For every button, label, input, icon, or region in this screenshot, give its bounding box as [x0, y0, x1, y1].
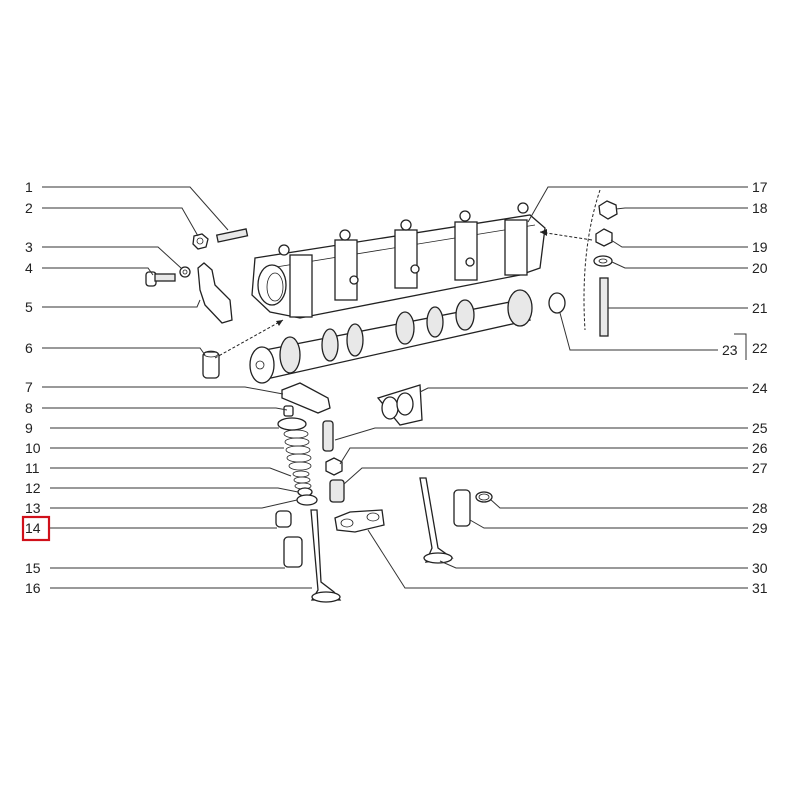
callout-5[interactable]: 5	[25, 299, 33, 315]
callout-25[interactable]: 25	[752, 420, 768, 436]
gasket-plate-part	[334, 509, 385, 533]
callout-18[interactable]: 18	[752, 200, 768, 216]
callout-8[interactable]: 8	[25, 400, 33, 416]
camshaft-housing-part	[251, 202, 546, 319]
rocker-part	[281, 382, 331, 414]
valve-spring-retainer-part	[277, 417, 307, 431]
leader-line	[343, 467, 748, 485]
leader-line	[439, 560, 748, 569]
leader-line	[42, 186, 229, 231]
leader-line	[42, 299, 201, 308]
callout-20[interactable]: 20	[752, 260, 768, 276]
callout-15[interactable]: 15	[25, 560, 41, 576]
bolt-part	[154, 273, 176, 282]
washer-part	[179, 266, 191, 278]
group-bracket	[734, 333, 747, 360]
callout-10[interactable]: 10	[25, 440, 41, 456]
flange-nut-part	[598, 200, 618, 220]
callout-21[interactable]: 21	[752, 300, 768, 316]
leader-line	[50, 487, 299, 493]
valve-spring-part	[283, 429, 312, 490]
leader-line	[42, 246, 182, 269]
callout-27[interactable]: 27	[752, 460, 768, 476]
callout-7[interactable]: 7	[25, 379, 33, 395]
valve-guide-part	[283, 536, 303, 568]
leader-line	[42, 267, 154, 276]
leader-line	[419, 387, 748, 393]
leader-line	[42, 207, 199, 237]
callout-23[interactable]: 23	[722, 342, 738, 358]
stud-part	[599, 277, 609, 337]
parts-drawing	[145, 189, 618, 603]
callout-11[interactable]: 11	[25, 460, 40, 476]
callout-9[interactable]: 9	[25, 420, 33, 436]
leader-line	[50, 499, 298, 509]
callout-26[interactable]: 26	[752, 440, 768, 456]
callout-12[interactable]: 12	[25, 480, 41, 496]
callout-22[interactable]: 22	[752, 340, 768, 356]
bracket-part	[197, 262, 233, 324]
callout-1[interactable]: 1	[25, 179, 33, 195]
valve-part	[419, 477, 454, 564]
nut-part	[325, 457, 343, 476]
leader-line	[559, 312, 718, 351]
valve-seal-part	[275, 510, 292, 528]
callout-28[interactable]: 28	[752, 500, 768, 516]
leader-line	[50, 467, 292, 477]
highlight-box	[21, 515, 51, 542]
callout-4[interactable]: 4	[25, 260, 33, 276]
washer-part	[593, 255, 613, 267]
valve-part	[310, 509, 342, 603]
callout-14[interactable]: 14	[25, 520, 41, 536]
leader-line	[615, 207, 748, 210]
leader-line	[42, 407, 288, 411]
leader-line	[42, 386, 284, 395]
callout-16[interactable]: 16	[25, 580, 41, 596]
bushing-part	[202, 351, 220, 379]
camshaft-part	[249, 289, 533, 384]
callout-3[interactable]: 3	[25, 239, 33, 255]
callout-17[interactable]: 17	[752, 179, 768, 195]
valve-guide-part	[453, 489, 471, 527]
callout-6[interactable]: 6	[25, 340, 33, 356]
callout-2[interactable]: 2	[25, 200, 33, 216]
leader-line	[527, 186, 748, 223]
leader-line	[334, 427, 748, 441]
leader-line	[469, 519, 748, 529]
leader-line	[42, 347, 206, 356]
callout-19[interactable]: 19	[752, 239, 768, 255]
leader-line	[610, 239, 748, 248]
spring-clip-part	[376, 384, 423, 426]
leader-line	[339, 447, 748, 465]
callout-30[interactable]: 30	[752, 560, 768, 576]
plug-part	[548, 292, 566, 314]
callout-13[interactable]: 13	[25, 500, 41, 516]
stud-part	[322, 420, 334, 452]
threaded-bush-part	[329, 479, 345, 503]
nut-part	[595, 228, 613, 247]
callout-24[interactable]: 24	[752, 380, 768, 396]
leader-line	[489, 498, 748, 509]
stud-part	[215, 228, 249, 243]
callout-31[interactable]: 31	[752, 580, 768, 596]
nut-part	[192, 233, 209, 250]
callout-29[interactable]: 29	[752, 520, 768, 536]
seal-ring-part	[475, 491, 493, 503]
leader-line	[611, 261, 748, 269]
leader-line	[367, 529, 748, 589]
